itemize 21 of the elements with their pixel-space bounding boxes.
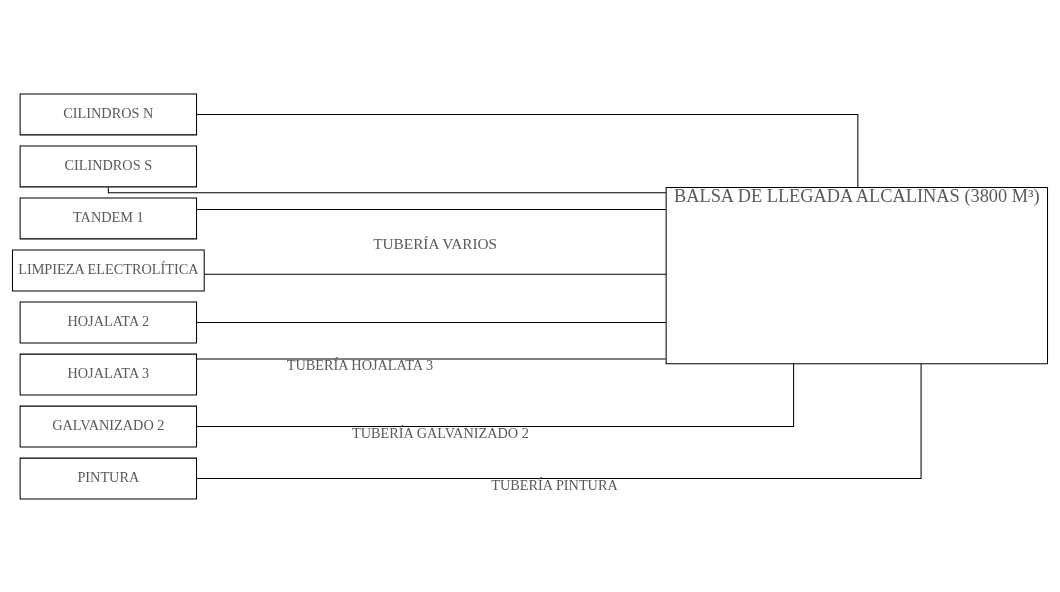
node-box: HOJALATA 2 (19, 301, 198, 343)
edge-label: TUBERÍA HOJALATA 3 (286, 356, 434, 373)
node-box: TANDEM 1 (19, 197, 198, 239)
edge-label: TUBERÍA GALVANIZADO 2 (352, 424, 529, 441)
node-box: LIMPIEZA ELECTROLÍTICA (11, 249, 205, 291)
connector (196, 113, 859, 188)
label: TUBERÍA VARIOS (373, 234, 498, 252)
connector (203, 273, 667, 275)
connector (196, 362, 795, 427)
node-box: CILINDROS S (19, 145, 198, 187)
connector (196, 321, 667, 323)
node-box: PINTURA (19, 457, 198, 499)
node-box: BALSA DE LLEGADA ALCALINAS (3800 M³) (665, 186, 1049, 364)
connector (196, 357, 667, 359)
node-box: HOJALATA 3 (19, 353, 198, 395)
connector (107, 186, 667, 193)
edge-label: TUBERÍA PINTURA (491, 476, 618, 493)
connector (196, 363, 922, 479)
node-box: CILINDROS N (19, 93, 198, 135)
node-box: GALVANIZADO 2 (19, 405, 198, 447)
connector (196, 208, 667, 210)
